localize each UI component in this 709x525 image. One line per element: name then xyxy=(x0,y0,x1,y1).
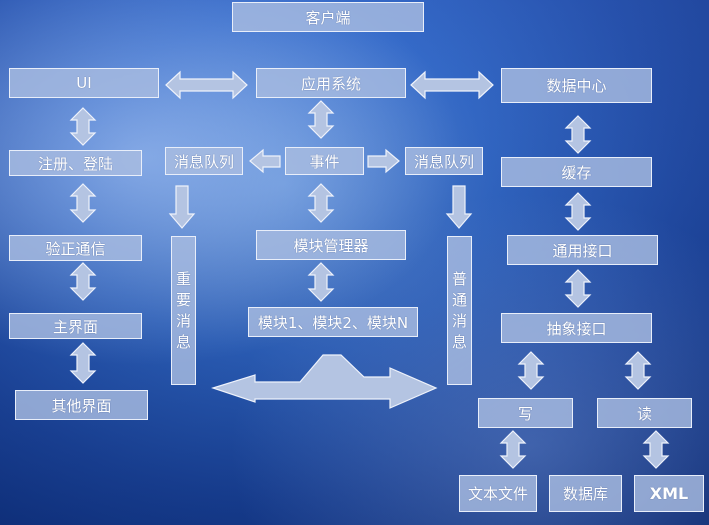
arrow-datacenter-cache xyxy=(564,115,592,154)
arrow-cache-common xyxy=(564,192,592,231)
text-file-box: 文本文件 xyxy=(459,475,537,512)
important-msg-char: 消 xyxy=(175,311,191,330)
arrow-write-textfile xyxy=(499,430,527,469)
arrow-manager-modules xyxy=(307,262,335,302)
arrow-bottom-spread xyxy=(211,354,438,409)
arrow-queue-important xyxy=(168,185,196,229)
arrow-app-datacenter xyxy=(410,70,494,100)
arrow-register-verify xyxy=(69,183,97,223)
arrow-queue-normal xyxy=(445,185,473,229)
msg-queue-right-box: 消息队列 xyxy=(405,147,483,175)
xml-box: XML xyxy=(634,475,704,512)
important-msg-box: 重 要 消 息 xyxy=(171,236,196,385)
modules-box: 模块1、模块2、模块N xyxy=(248,307,418,337)
module-manager-box: 模块管理器 xyxy=(256,230,406,260)
read-box: 读 xyxy=(597,398,692,428)
arrow-event-manager xyxy=(307,183,335,223)
arrow-ui-app xyxy=(165,70,248,100)
verify-comm-box: 验正通信 xyxy=(9,235,142,261)
arrow-read-xml xyxy=(642,430,670,469)
arrow-verify-main xyxy=(69,262,97,301)
data-center-box: 数据中心 xyxy=(501,68,652,103)
arrow-main-other xyxy=(69,342,97,384)
important-msg-char: 要 xyxy=(175,290,191,309)
normal-msg-char: 普 xyxy=(451,269,467,288)
main-interface-box: 主界面 xyxy=(9,313,142,339)
database-box: 数据库 xyxy=(549,475,622,512)
arrow-event-queue-left xyxy=(249,148,281,174)
arrow-app-event xyxy=(307,100,335,139)
common-interface-box: 通用接口 xyxy=(507,235,658,265)
normal-msg-char: 通 xyxy=(451,290,467,309)
important-msg-char: 息 xyxy=(175,332,191,351)
normal-msg-char: 息 xyxy=(451,332,467,351)
write-box: 写 xyxy=(478,398,573,428)
arrow-common-abstract xyxy=(564,269,592,308)
arrow-event-queue-right xyxy=(367,148,400,174)
ui-box: UI xyxy=(9,68,159,98)
arrow-abstract-write xyxy=(517,351,545,390)
normal-msg-char: 消 xyxy=(451,311,467,330)
cache-box: 缓存 xyxy=(501,157,652,187)
important-msg-char: 重 xyxy=(175,269,191,288)
register-login-box: 注册、登陆 xyxy=(9,150,142,176)
app-system-box: 应用系统 xyxy=(256,68,406,98)
client-box: 客户端 xyxy=(232,2,424,32)
other-interface-box: 其他界面 xyxy=(15,390,148,420)
msg-queue-left-box: 消息队列 xyxy=(165,147,243,175)
arrow-abstract-read xyxy=(624,351,652,390)
arrow-ui-register xyxy=(69,107,97,146)
normal-msg-box: 普 通 消 息 xyxy=(447,236,472,385)
abstract-interface-box: 抽象接口 xyxy=(501,313,652,343)
event-box: 事件 xyxy=(285,147,364,175)
